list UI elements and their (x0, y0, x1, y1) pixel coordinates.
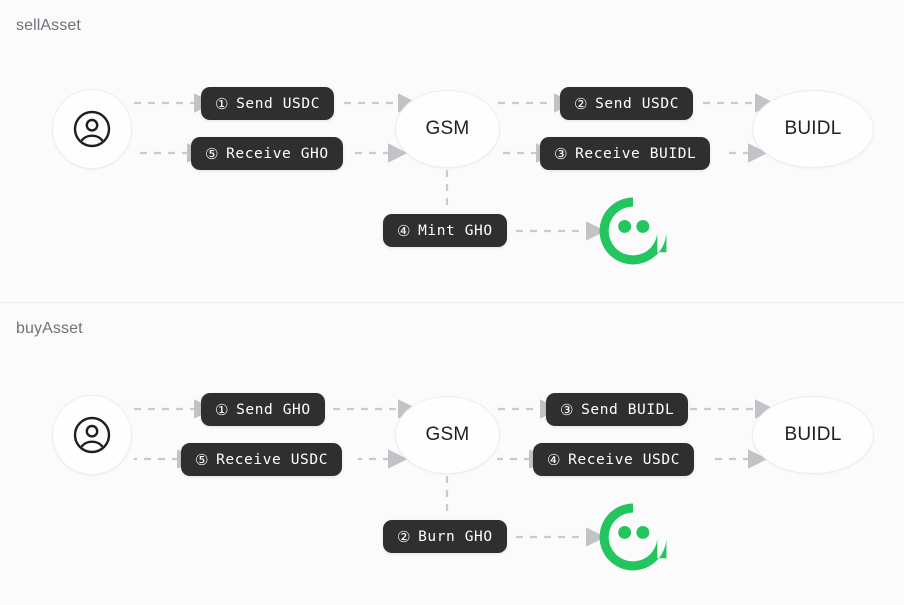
step-badge-buy-1[interactable]: ① Send GHO (201, 393, 325, 426)
node-gsm-buy[interactable]: GSM (395, 396, 500, 474)
panel-title-sell-asset: sellAsset (16, 17, 81, 34)
step-number: ④ (397, 221, 412, 240)
user-avatar-icon (73, 416, 111, 454)
step-label: Mint GHO (418, 222, 493, 239)
step-label: Send GHO (236, 401, 311, 418)
user-avatar-icon (73, 110, 111, 148)
panel-buy-asset: buyAsset GS (0, 302, 904, 605)
step-badge-sell-2[interactable]: ② Send USDC (560, 87, 694, 120)
node-buidl-label: BUIDL (784, 424, 842, 445)
step-label: Send BUIDL (581, 401, 675, 418)
step-badge-buy-3[interactable]: ③ Send BUIDL (546, 393, 689, 426)
node-buidl-buy[interactable]: BUIDL (752, 396, 874, 474)
node-buidl-sell[interactable]: BUIDL (752, 90, 874, 168)
node-gsm-sell[interactable]: GSM (395, 90, 500, 168)
step-label: Receive GHO (226, 145, 329, 162)
step-number: ② (574, 94, 589, 113)
panel-sell-asset: sellAsset (0, 0, 904, 302)
step-number: ① (215, 400, 230, 419)
step-label: Receive BUIDL (575, 145, 697, 162)
node-user-sell[interactable] (52, 89, 132, 169)
step-number: ① (215, 94, 230, 113)
node-gsm-label: GSM (425, 424, 470, 445)
connector-layer-sell (134, 93, 775, 241)
step-number: ⑤ (205, 144, 220, 163)
step-number: ② (397, 527, 412, 546)
step-label: Send USDC (595, 95, 680, 112)
gho-logo-icon (599, 503, 667, 571)
step-number: ③ (560, 400, 575, 419)
step-badge-sell-1[interactable]: ① Send USDC (201, 87, 335, 120)
step-label: Receive USDC (216, 451, 329, 468)
step-number: ⑤ (195, 450, 210, 469)
step-badge-buy-5[interactable]: ⑤ Receive USDC (181, 443, 343, 476)
step-number: ③ (554, 144, 569, 163)
node-buidl-label: BUIDL (784, 118, 842, 139)
step-number: ④ (547, 450, 562, 469)
step-badge-buy-4[interactable]: ④ Receive USDC (533, 443, 695, 476)
step-label: Receive USDC (568, 451, 681, 468)
step-label: Burn GHO (418, 528, 493, 545)
step-label: Send USDC (236, 95, 321, 112)
node-user-buy[interactable] (52, 395, 132, 475)
step-badge-sell-5[interactable]: ⑤ Receive GHO (191, 137, 343, 170)
gho-logo-icon (599, 197, 667, 265)
step-badge-buy-2[interactable]: ② Burn GHO (383, 520, 507, 553)
step-badge-sell-4[interactable]: ④ Mint GHO (383, 214, 507, 247)
connector-layer-buy (134, 399, 775, 547)
panel-title-buy-asset: buyAsset (16, 320, 83, 337)
step-badge-sell-3[interactable]: ③ Receive BUIDL (540, 137, 711, 170)
node-gsm-label: GSM (425, 118, 470, 139)
